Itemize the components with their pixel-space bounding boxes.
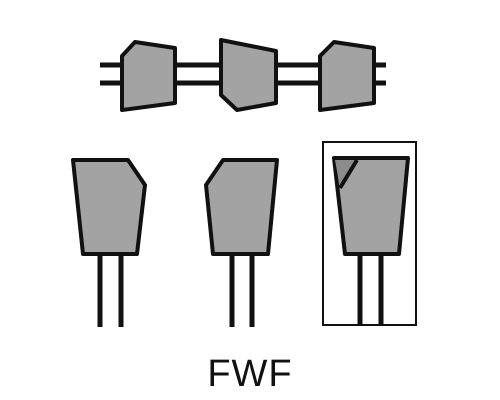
top-tooth-2: [219, 38, 278, 112]
tooth-c-bevel-edge: [338, 158, 359, 190]
bottom-tooth-b: [204, 158, 279, 256]
bottom-tooth-b-group: [204, 158, 279, 327]
top-tooth-1: [120, 40, 177, 112]
top-row-tooth-strip: [100, 38, 386, 112]
highlight-frame: [322, 141, 417, 326]
bottom-tooth-c-group: [322, 141, 417, 326]
bottom-tooth-a: [71, 158, 147, 256]
bottom-tooth-c: [332, 156, 410, 256]
bottom-tooth-a-group: [71, 158, 147, 327]
diagram-caption: FWF: [207, 353, 293, 395]
top-tooth-3: [318, 40, 376, 112]
